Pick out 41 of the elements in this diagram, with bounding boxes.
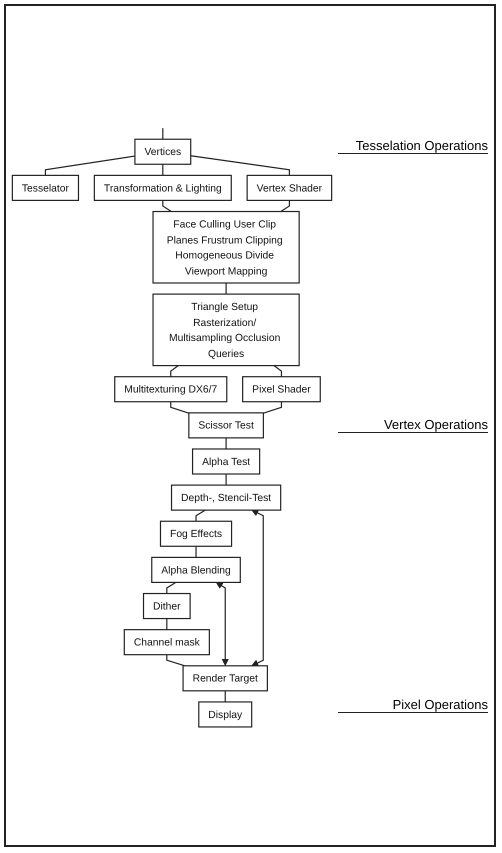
arrow	[216, 582, 229, 666]
node-box: Render Target	[182, 666, 268, 692]
section-label: Tesselation Operations	[338, 138, 488, 154]
node-box: Triangle Setup Rasterization/ Multisampling Occlusion Queries	[152, 294, 300, 367]
node-box: Pixel Shader	[242, 376, 321, 403]
node-box: Tesselator	[12, 175, 80, 202]
node-box: Multitexturing DX6/7	[114, 376, 228, 403]
node-box: Dither	[142, 593, 191, 620]
connector	[226, 474, 227, 486]
node-box: Transformation & Lighting	[94, 175, 232, 202]
node-box: Vertices	[134, 138, 192, 166]
connector	[170, 365, 179, 378]
arrow	[252, 510, 264, 666]
connector	[166, 582, 176, 594]
connector	[44, 156, 135, 176]
node-box: Vertex Shader	[246, 175, 332, 202]
connector	[162, 164, 164, 176]
connector	[166, 618, 168, 630]
node-box: Face Culling User Clip Planes Frustrum Clipping Homogeneous Divide Viewport Mapping	[152, 211, 300, 284]
node-box: Alpha Blending	[151, 557, 241, 584]
connector	[195, 510, 206, 522]
section-label: Pixel Operations	[338, 697, 488, 714]
connector	[226, 438, 227, 450]
section-label: Vertex Operations	[338, 417, 488, 434]
connector	[195, 546, 197, 558]
node-box: Scissor Test	[188, 412, 264, 439]
connector	[190, 155, 290, 176]
node-box: Depth-, Stencil-Test	[170, 484, 282, 512]
node-box: Alpha Test	[192, 448, 260, 475]
connector	[166, 655, 185, 667]
node-box: Display	[198, 702, 252, 728]
connector	[224, 691, 226, 702]
connector	[170, 402, 190, 414]
node-box: Fog Effects	[160, 521, 232, 548]
connector	[226, 283, 227, 294]
connector	[162, 128, 164, 140]
connector	[162, 200, 172, 212]
node-box: Channel mask	[124, 629, 210, 656]
connector	[274, 365, 282, 378]
connector	[280, 200, 290, 212]
connector	[263, 402, 282, 414]
